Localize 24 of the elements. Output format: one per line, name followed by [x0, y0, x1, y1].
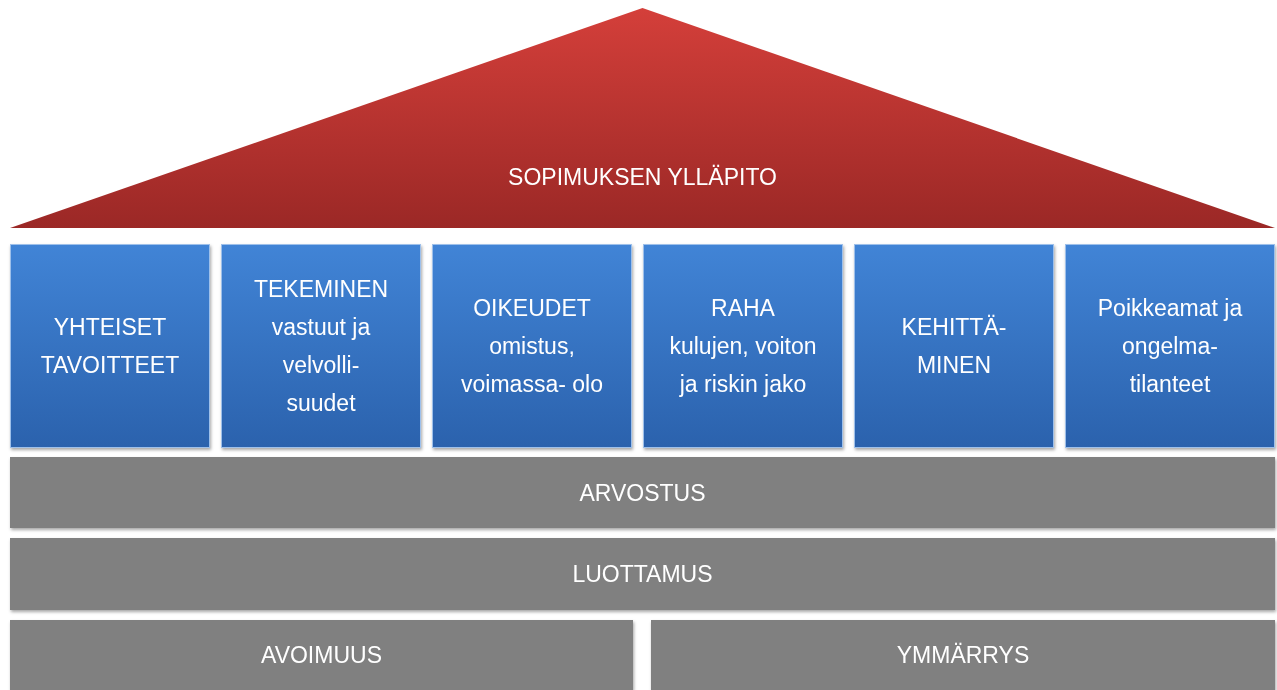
pillar-box [221, 244, 421, 448]
pillar-box [643, 244, 843, 448]
band-label: ARVOSTUS [579, 478, 706, 508]
foundation-band [651, 620, 1275, 690]
pillar-box [854, 244, 1054, 448]
pillar-label: omistus, voimassa- olo [460, 332, 604, 399]
pillar-label: YHTEISET TAVOITTEET [39, 313, 181, 380]
pillar-box [432, 244, 632, 448]
foundation-band [10, 538, 1275, 610]
foundation-band [10, 457, 1275, 528]
pillar-label: Poikkeamat ja ongelma- tilanteet [1096, 294, 1244, 399]
roof-label: SOPIMUKSEN YLLÄPITO [507, 163, 778, 192]
band-label: AVOIMUUS [261, 641, 382, 670]
pillar-label: kulujen, voiton ja riskin jako [668, 332, 818, 399]
pillar-label: RAHA [711, 294, 775, 323]
foundation-band [10, 620, 633, 690]
pillar-box [10, 244, 210, 448]
pillar-label: OIKEUDET [473, 294, 591, 323]
pillar-label: KEHITTÄ- MINEN [900, 313, 1008, 380]
pillar-label: vastuut ja velvolli- suudet [270, 313, 372, 418]
band-label: YMMÄRRYS [896, 641, 1030, 670]
pillar-label: TEKEMINEN [253, 275, 389, 304]
band-label: LUOTTAMUS [572, 560, 713, 589]
pillar-box [1065, 244, 1275, 448]
